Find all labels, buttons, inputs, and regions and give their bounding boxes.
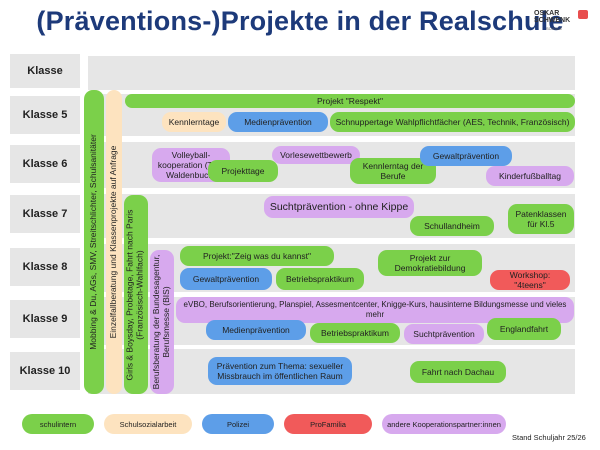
kennlerntage: Kennlerntage — [162, 112, 226, 132]
betriebspraktikum-k8: Betriebspraktikum — [276, 268, 364, 290]
projekttage: Projekttage — [208, 160, 278, 182]
stand-schuljahr: Stand Schuljahr 25/26 — [512, 433, 586, 442]
page-title: (Präventions-)Projekte in der Realschule — [36, 6, 564, 36]
row-label-k8: Klasse 8 — [10, 248, 80, 286]
suchtpraevention-k9: Suchtprävention — [404, 324, 484, 344]
logo-line-1: OSKAR — [534, 10, 560, 17]
gewaltpraevention-k8: Gewaltprävention — [180, 268, 272, 290]
betriebspraktikum-k9: Betriebspraktikum — [310, 323, 400, 343]
medienpraevention-k5: Medienprävention — [228, 112, 328, 132]
row-label-k10: Klasse 10 — [10, 352, 80, 390]
zeig-was-du-kannst: Projekt:"Zeig was du kannst" — [180, 246, 334, 266]
legend-schulintern: schulintern — [22, 414, 94, 434]
row-label-k6: Klasse 6 — [10, 145, 80, 183]
logo-hat-icon — [578, 10, 588, 19]
vtext-berufsberatung: Berufsberatung der Bundesagentur, Berufs… — [151, 254, 171, 390]
vbar-einzelfall — [106, 90, 122, 394]
school-logo: OSKAR SCHWENK SCHULE — [534, 8, 594, 40]
schnuppertage: Schnuppertage Wahlpflichtfächer (AES, Te… — [330, 112, 575, 132]
vbar-mobbing — [84, 90, 104, 394]
row-label-k5: Klasse 5 — [10, 96, 80, 134]
gewaltpraevention-k6: Gewaltprävention — [420, 146, 512, 166]
workshop-4teens: Workshop: "4teens" — [490, 270, 570, 290]
legend-profamilia: ProFamilia — [284, 414, 372, 434]
row-label-header: Klasse — [10, 54, 80, 88]
legend-schulsozialarbeit: Schulsozialarbeit — [104, 414, 192, 434]
row-label-k9: Klasse 9 — [10, 300, 80, 338]
vtext-mobbing: Mobbing & Du, AGs, SMV, Streitschlichter… — [88, 134, 99, 350]
logo-line-2: SCHWENK — [534, 17, 571, 24]
schullandheim: Schullandheim — [410, 216, 494, 236]
patenklassen: Patenklassen für Kl.5 — [508, 204, 574, 234]
vorlesewettbewerb: Vorlesewettbewerb — [272, 146, 360, 164]
vtext-einzelfall: Einzelfallberatung und Klassenprojekte a… — [108, 145, 119, 339]
suchtpraevention-ohne-kippe: Suchtprävention - ohne Kippe — [264, 196, 414, 218]
medienpraevention-k9: Medienprävention — [206, 320, 306, 340]
row-header-bg — [88, 56, 575, 90]
kinderfussballtag: Kinderfußballtag — [486, 166, 574, 186]
logo-text: OSKAR SCHWENK — [534, 10, 570, 24]
vbar-berufsberatung — [150, 250, 174, 394]
praevention-sexueller-missbrauch: Prävention zum Thema: sexueller Missbrau… — [208, 357, 352, 385]
logo-line-3: SCHULE — [546, 26, 563, 31]
legend-andere: andere Kooperationspartner:innen — [382, 414, 506, 434]
vbar-girls — [124, 195, 148, 394]
englandfahrt: Englandfahrt — [487, 318, 561, 340]
legend-polizei: Polizei — [202, 414, 274, 434]
respekt-project: Projekt "Respekt" — [125, 94, 575, 108]
vtext-girls: Girls & Boysday, Probetage, Fahrt nach P… — [124, 209, 145, 381]
row-label-k7: Klasse 7 — [10, 195, 80, 233]
fahrt-nach-dachau: Fahrt nach Dachau — [410, 361, 506, 383]
demokratiebildung: Projekt zur Demokratiebildung — [378, 250, 482, 276]
